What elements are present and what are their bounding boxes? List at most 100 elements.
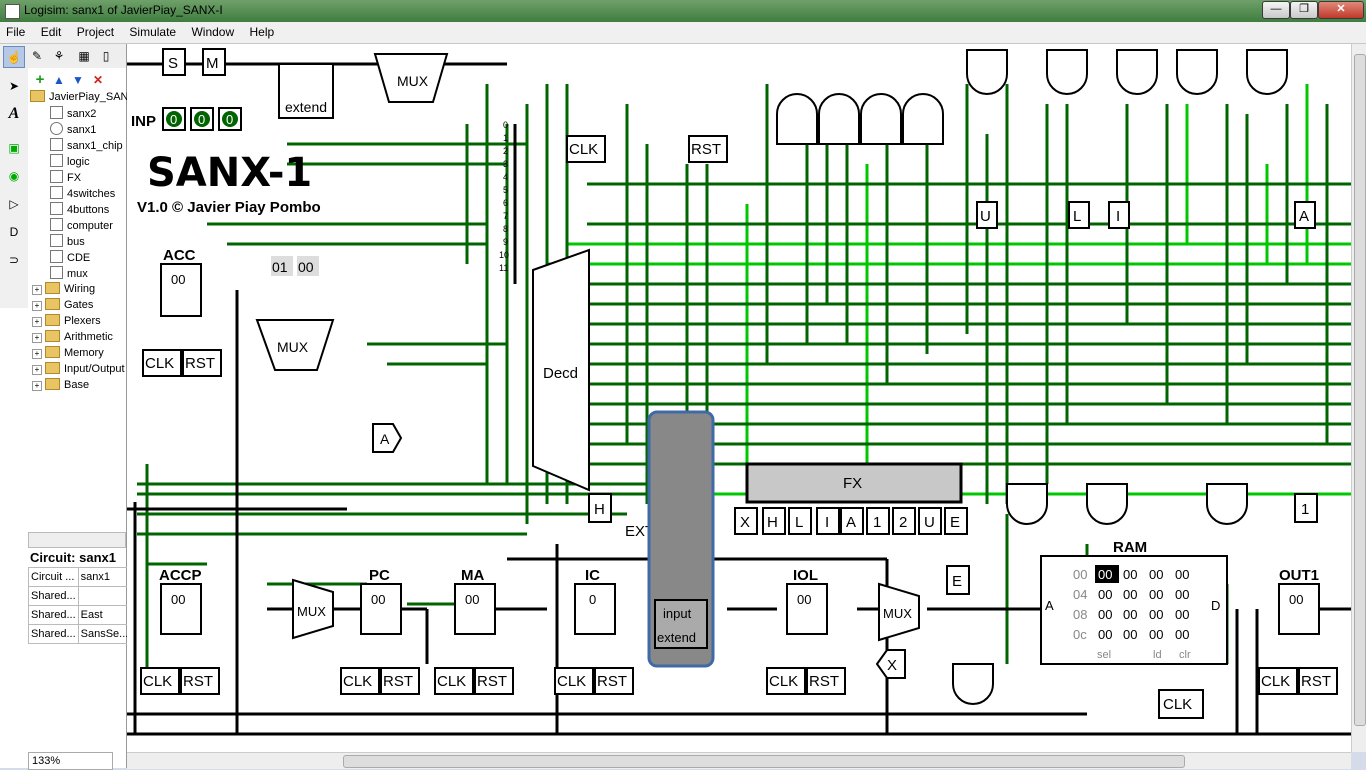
tree-lib-gates[interactable]: +Gates <box>32 298 93 311</box>
close-button[interactable]: ✕ <box>1318 1 1364 19</box>
tree-circuit-computer[interactable]: computer <box>50 218 113 232</box>
output-pin-icon[interactable]: ◉ <box>8 169 20 183</box>
svg-text:0: 0 <box>589 592 596 607</box>
menu-window[interactable]: Window <box>191 25 235 39</box>
expand-icon[interactable]: + <box>32 381 42 391</box>
tunnel-x[interactable] <box>875 649 906 679</box>
attribute-row[interactable]: Shared...SansSe... <box>28 624 130 644</box>
delete-circuit-icon[interactable]: ✕ <box>92 73 104 87</box>
attribute-row[interactable]: Shared...East <box>28 605 130 625</box>
expand-icon[interactable]: + <box>32 317 42 327</box>
tree-circuit-sanx2[interactable]: sanx2 <box>50 106 96 120</box>
mux-top[interactable] <box>373 53 449 103</box>
mux-pc[interactable] <box>292 578 334 640</box>
canvas-horizontal-scrollbar[interactable] <box>127 752 1351 769</box>
register-acc[interactable] <box>160 263 202 317</box>
edit-tool-icon[interactable]: ✎ <box>31 49 43 63</box>
select-arrow-icon[interactable]: ➤ <box>8 79 20 93</box>
fx-block[interactable] <box>745 462 963 504</box>
expand-icon[interactable]: + <box>32 333 42 343</box>
mux-iol[interactable] <box>878 582 920 642</box>
project-tree: JavierPiay_SANX sanx2 sanx1 sanx1_chip l… <box>28 88 136 538</box>
attribute-row[interactable]: Circuit ...sanx1 <box>28 567 130 587</box>
decoder[interactable] <box>532 248 590 492</box>
register-ma[interactable]: MA 00 <box>454 567 496 635</box>
tree-circuit-logic[interactable]: logic <box>50 154 90 168</box>
input-pin-icon[interactable]: ▣ <box>8 141 20 155</box>
tree-root[interactable]: JavierPiay_SANX <box>30 90 136 103</box>
tree-circuit-sanx1[interactable]: sanx1 <box>50 122 96 136</box>
input-extend-block[interactable] <box>654 599 708 649</box>
or-gate-icon[interactable]: ⊃ <box>8 253 20 267</box>
tree-lib-io[interactable]: +Input/Output <box>32 362 125 375</box>
tunnel-u[interactable] <box>976 201 998 229</box>
minimize-button[interactable]: — <box>1262 1 1290 19</box>
tunnel-h[interactable] <box>588 493 612 523</box>
attribute-row[interactable]: Shared... <box>28 586 130 606</box>
hand-poke-icon[interactable]: ☝ <box>3 46 25 68</box>
register-pc[interactable]: PC 00 <box>360 567 402 635</box>
bit-extender[interactable] <box>278 63 334 119</box>
tunnel-l[interactable] <box>1068 201 1090 229</box>
expand-icon[interactable]: + <box>32 349 42 359</box>
move-down-icon[interactable]: ▼ <box>72 73 84 87</box>
svg-text:E: E <box>950 514 960 531</box>
tree-lib-wiring[interactable]: +Wiring <box>32 282 95 295</box>
canvas-vertical-scrollbar[interactable] <box>1351 44 1366 752</box>
menu-edit[interactable]: Edit <box>40 25 62 39</box>
bottom-clk-rst[interactable]: CLK RST CLK RST CLK RST CLK RST CLK RST … <box>140 667 1338 719</box>
expand-icon[interactable]: + <box>32 285 42 295</box>
add-circuit-icon[interactable]: + <box>35 71 45 88</box>
ram-block[interactable]: RAM A D sel ld clr 00 04 08 0c 00 00 00 … <box>1040 539 1228 665</box>
fx-pins[interactable]: X H L I A 1 2 U E <box>734 507 968 535</box>
clk-button[interactable] <box>566 135 606 163</box>
tunnel-1[interactable] <box>1294 493 1318 523</box>
tunnel-i[interactable] <box>1108 201 1130 229</box>
expand-icon[interactable]: + <box>32 301 42 311</box>
pin-s[interactable] <box>162 48 186 76</box>
tree-lib-arithmetic[interactable]: +Arithmetic <box>32 330 113 343</box>
and-gate-icon[interactable]: D <box>9 225 19 239</box>
register-accp[interactable]: ACCP 00 <box>159 567 202 635</box>
tree-scrollbar[interactable] <box>28 532 126 548</box>
tunnel-e[interactable] <box>946 565 970 595</box>
rst-button[interactable] <box>688 135 728 163</box>
tree-lib-memory[interactable]: +Memory <box>32 346 104 359</box>
menu-simulate[interactable]: Simulate <box>129 25 177 39</box>
tree-circuit-4switches[interactable]: 4switches <box>50 186 115 200</box>
move-up-icon[interactable]: ▲ <box>53 73 65 87</box>
rst-button[interactable] <box>182 349 222 377</box>
tunnel-a[interactable] <box>372 423 403 453</box>
menu-project[interactable]: Project <box>76 25 115 39</box>
tree-circuit-cde[interactable]: CDE <box>50 250 90 264</box>
zoom-select[interactable]: 133% <box>28 752 113 770</box>
menu-help[interactable]: Help <box>249 25 275 39</box>
register-ic[interactable]: IC 0 <box>574 567 616 635</box>
scroll-thumb[interactable] <box>1354 54 1366 726</box>
register-iol[interactable]: IOL 00 <box>786 567 828 635</box>
clk-button[interactable] <box>142 349 182 377</box>
tree-lib-plexers[interactable]: +Plexers <box>32 314 101 327</box>
scroll-thumb[interactable] <box>343 755 1185 768</box>
tree-toggle-icon[interactable]: ⚘ <box>53 49 65 63</box>
mux-acc[interactable] <box>255 319 335 371</box>
maximize-button[interactable]: ❐ <box>1290 1 1318 19</box>
tunnel-a2[interactable] <box>1294 201 1316 229</box>
text-tool-icon[interactable]: A <box>8 105 20 122</box>
tunnel-1-label: 1 <box>1301 501 1309 518</box>
register-out1[interactable]: OUT1 00 <box>1278 567 1320 635</box>
tree-circuit-fx[interactable]: FX <box>50 170 81 184</box>
tree-circuit-mux[interactable]: mux <box>50 266 88 280</box>
tree-lib-base[interactable]: +Base <box>32 378 89 391</box>
table-view-icon[interactable]: ▦ <box>78 49 90 63</box>
circuit-canvas[interactable]: SANX-1 V1.0 © Javier Piay Pombo INP 0 0 … <box>127 44 1351 752</box>
pin-m[interactable] <box>202 48 226 76</box>
tree-circuit-4buttons[interactable]: 4buttons <box>50 202 109 216</box>
expand-icon[interactable]: + <box>32 365 42 375</box>
layout-view-icon[interactable]: ▯ <box>102 49 110 63</box>
menu-file[interactable]: File <box>6 25 26 39</box>
tree-circuit-bus[interactable]: bus <box>50 234 85 248</box>
inp-pins[interactable]: 0 0 0 <box>162 107 242 131</box>
tree-circuit-sanx1-chip[interactable]: sanx1_chip <box>50 138 123 152</box>
not-gate-icon[interactable]: ▷ <box>9 197 19 211</box>
